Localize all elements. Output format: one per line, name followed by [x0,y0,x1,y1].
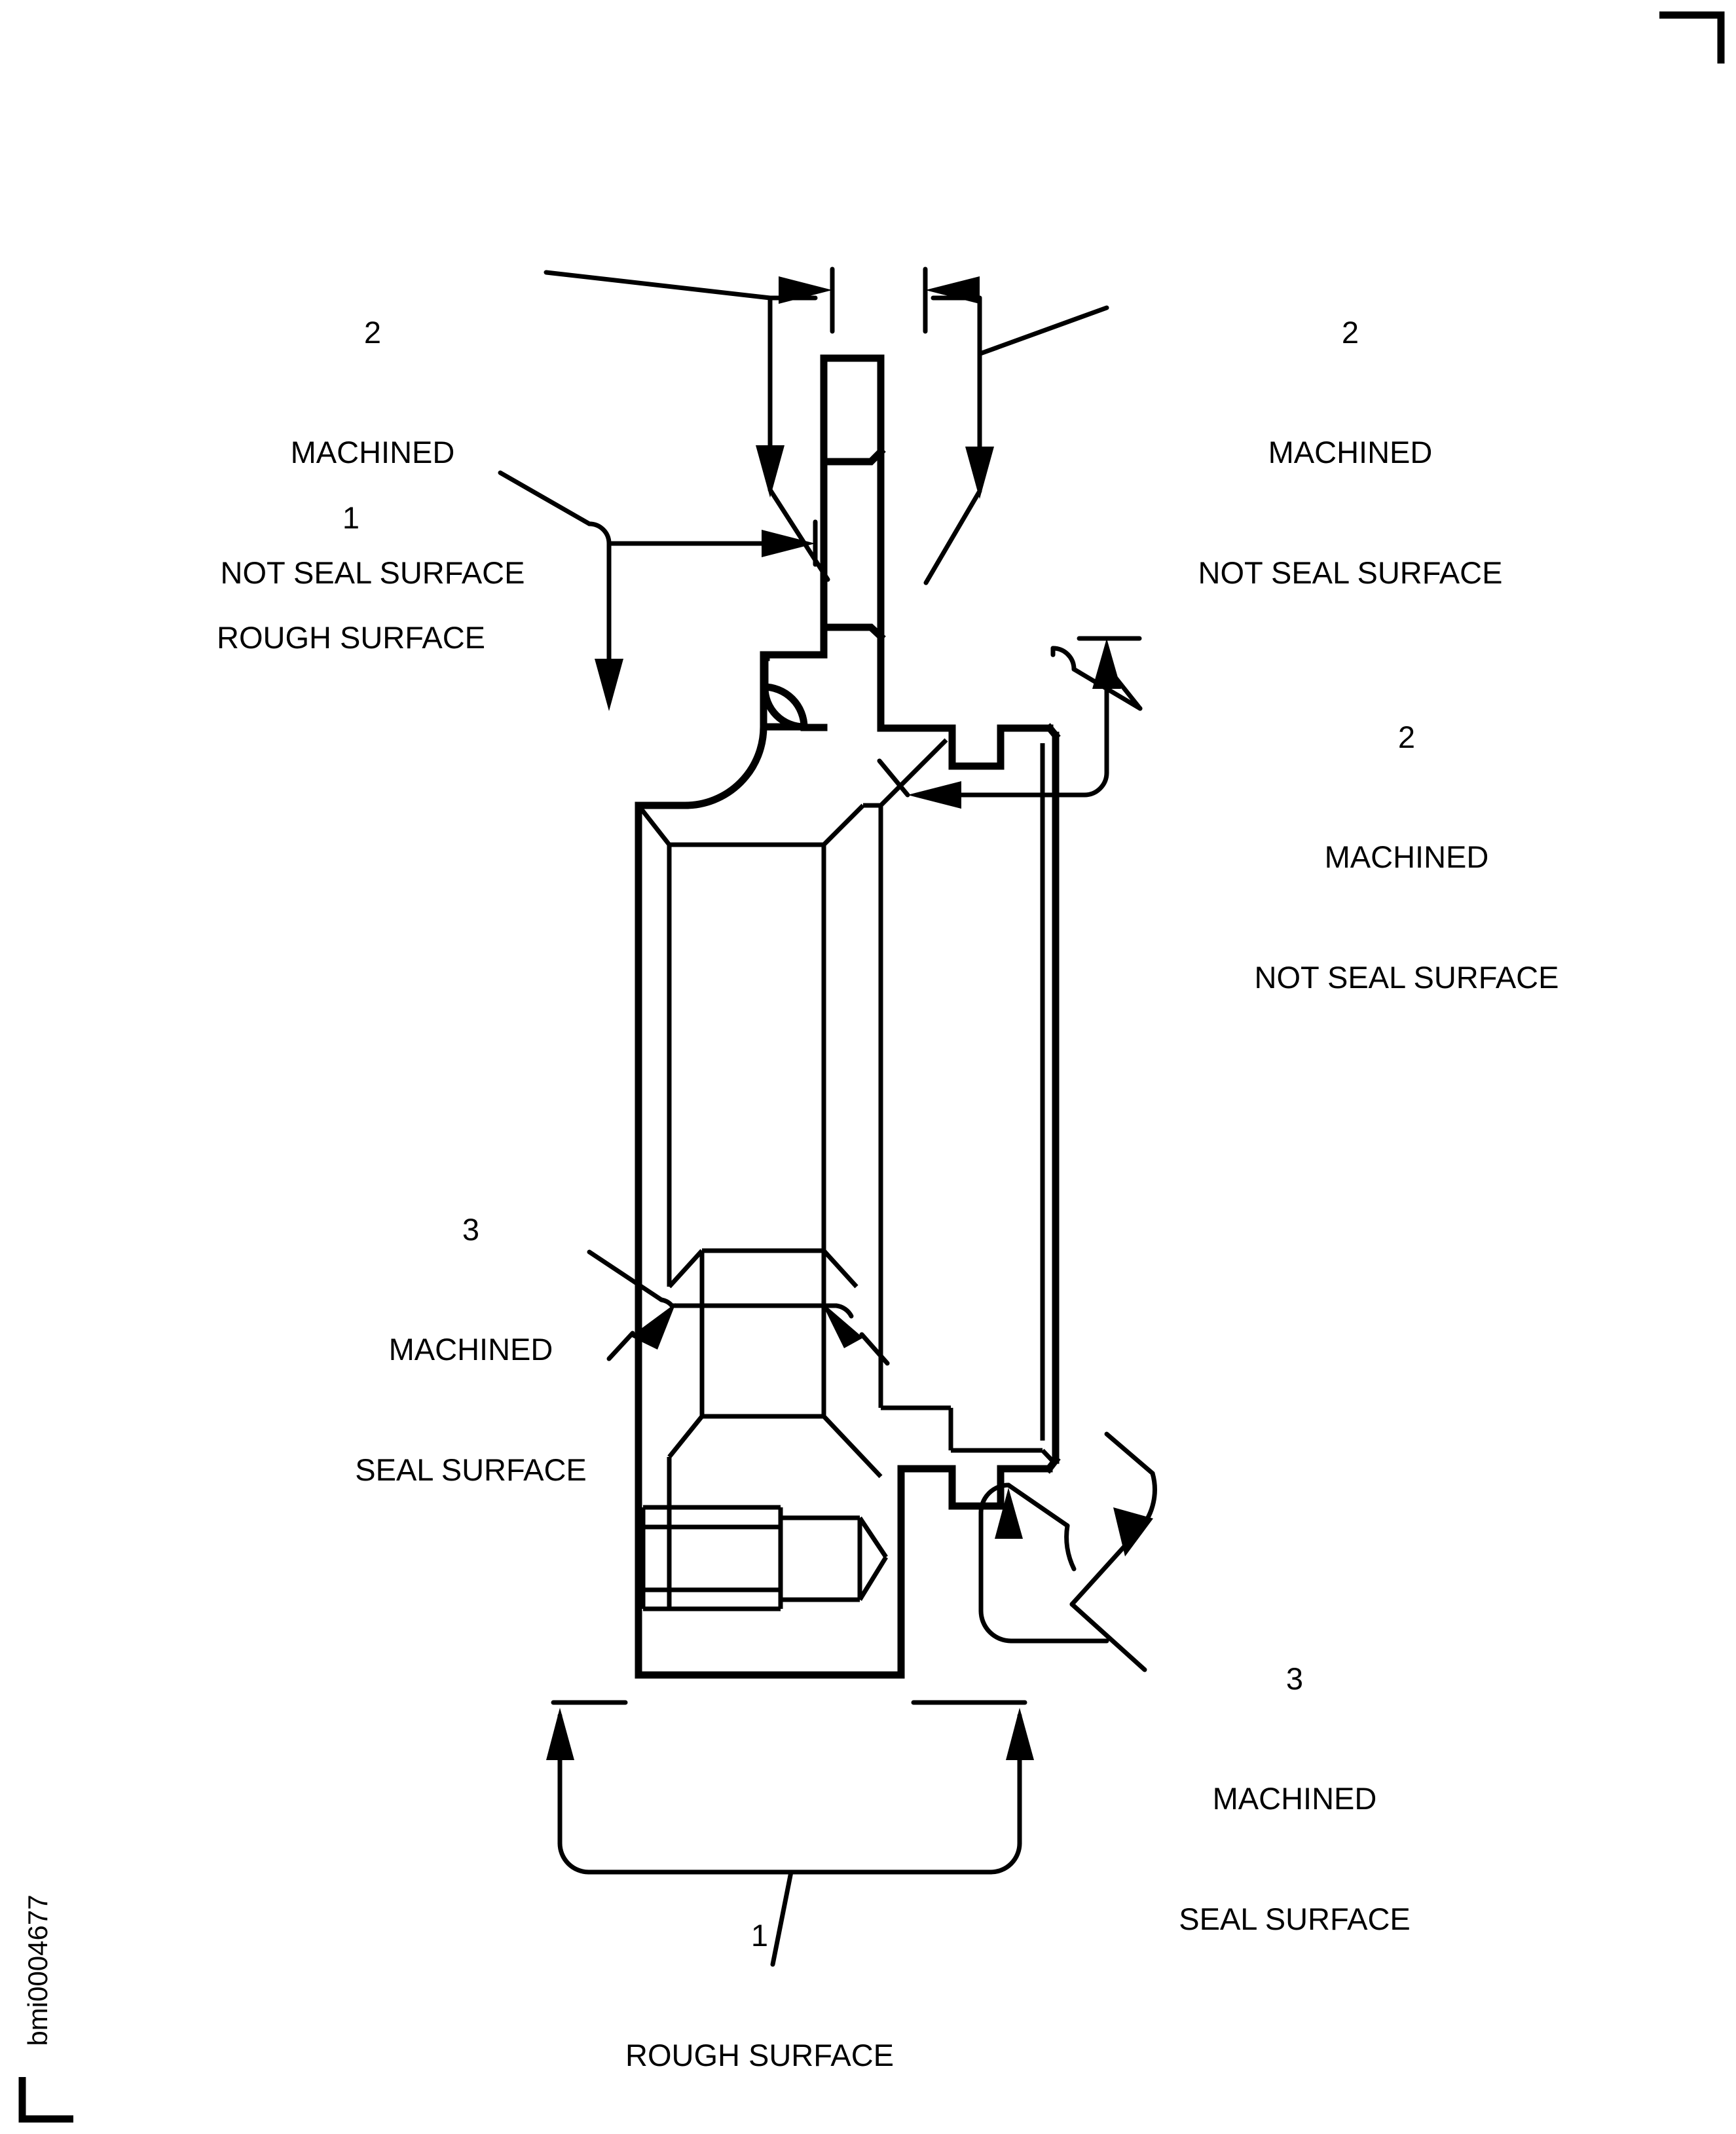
corner-mark-top-right [1659,11,1725,64]
callout-2-top-right: 2 MACHINED NOT SEAL SURFACE [1151,232,1550,633]
callout-1-rough-left-number: 1 [342,500,360,536]
callout-3-seal-right-line1: MACHINED [1212,1781,1377,1816]
callout-3-seal-left: 3 MACHINED SEAL SURFACE [323,1130,618,1530]
callout-3-seal-right-number: 3 [1285,1661,1304,1697]
leaders-and-arrows [498,267,1157,1967]
callout-3-seal-left-line1: MACHINED [388,1332,553,1367]
callout-2-right-mid: 2 MACHINED NOT SEAL SURFACE [1207,637,1606,1037]
corner-mark-bottom-left [18,2077,73,2123]
callout-2-top-left-line2: NOT SEAL SURFACE [220,555,525,590]
callout-1-rough-bottom-number: 1 [750,1918,769,1953]
callout-2-top-right-line2: NOT SEAL SURFACE [1198,555,1503,590]
callout-2-top-left: 2 MACHINED NOT SEAL SURFACE [173,232,572,633]
drawing-id-tag: bmi0004677 [22,1894,53,2046]
arrowhead-right-neck-dim [779,276,832,304]
part-interior-detail [637,738,1058,1611]
callout-2-right-mid-line2: NOT SEAL SURFACE [1254,959,1559,995]
arrowhead-down-right-neck [965,447,994,499]
callout-2-top-right-number: 2 [1341,315,1359,350]
leader-callout-3-seal-left [587,1249,854,1319]
arrowhead-left-right-mid [908,781,961,809]
arrowhead-diag-seal-left [631,1303,676,1350]
callout-3-seal-left-line2: SEAL SURFACE [355,1452,587,1487]
callout-1-rough-left: 1 ROUGH SURFACE [194,418,508,698]
arrowhead-down-rough-left [595,659,623,711]
leader-callout-2-top-right [931,295,982,450]
leader-callout-3-seal-right [978,1431,1157,1644]
callout-3-seal-left-number: 3 [462,1212,480,1247]
callout-2-top-left-number: 2 [363,315,382,350]
arrowhead-diag-seal-br [1113,1507,1153,1556]
callout-1-rough-left-line1: ROUGH SURFACE [217,620,485,655]
callout-2-right-mid-line1: MACHINED [1324,839,1489,875]
callout-2-top-left-line1: MACHINED [290,435,455,470]
arrowhead-diag-seal-right [821,1302,863,1348]
leader-callout-1-rough-left [498,470,782,663]
arrowhead-right-rough-left [762,530,815,557]
callout-2-top-right-line1: MACHINED [1268,435,1433,470]
leader-callout-2-top-left [767,295,818,450]
arrowhead-down-left-neck [756,445,785,498]
callout-1-rough-bottom-line1: ROUGH SURFACE [625,2038,894,2073]
arrowhead-up-rough-bottom-right [1006,1708,1034,1760]
callout-2-right-mid-number: 2 [1397,720,1416,755]
arrowhead-up-seal-br [995,1488,1023,1539]
arrowhead-left-neck-dim [925,276,980,304]
callout-3-seal-right: 3 MACHINED SEAL SURFACE [1147,1579,1442,1979]
callout-1-rough-bottom: 1 ROUGH SURFACE [602,1835,917,2116]
arrowhead-up-rough-bottom-left [546,1708,574,1760]
callout-3-seal-right-line2: SEAL SURFACE [1179,1901,1411,1936]
part-outline [635,354,1061,1679]
